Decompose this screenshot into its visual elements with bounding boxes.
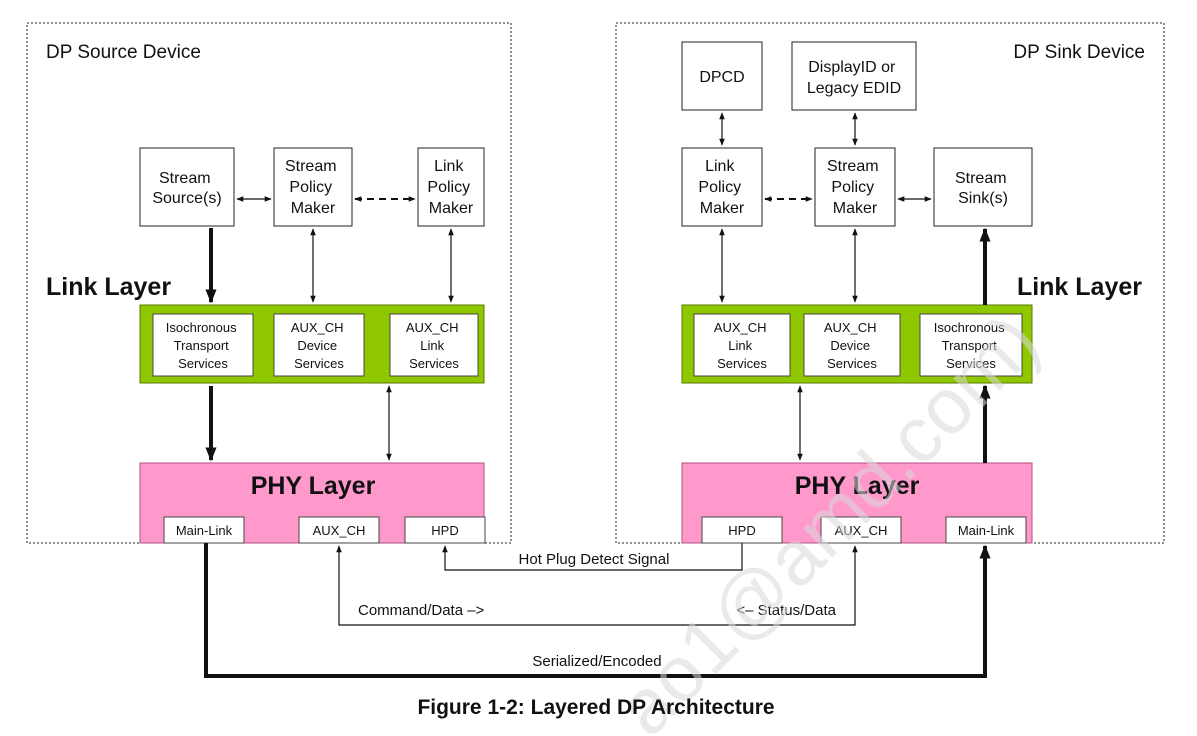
sink-dpcd-box	[681, 41, 763, 111]
sink-port-main-link-label: Main-Link	[958, 523, 1015, 538]
source-aux-device-service-box	[273, 313, 365, 377]
source-link-layer-label: Link Layer	[46, 273, 171, 301]
source-port-main-link	[163, 516, 245, 544]
aux-channel-line	[336, 545, 858, 626]
source-stream-source-label: Stream Source(s)	[152, 170, 221, 207]
source-isochronous-service-label: Isochronous Transport Services	[166, 320, 240, 371]
source-port-aux-ch-label: AUX_CH	[313, 523, 366, 538]
source-port-main-link-label: Main-Link	[176, 523, 233, 538]
source-link-policy-label: Link Policy Maker	[427, 158, 474, 217]
sink-aux-link-service-label: AUX_CH Link Services	[714, 320, 770, 371]
source-phy-layer-label: PHY Layer	[251, 472, 376, 500]
sink-stream-sink-label: Stream Sink(s)	[955, 170, 1011, 207]
serialized-encoded-label: Serialized/Encoded	[532, 653, 661, 670]
source-stream-policy-label: Stream Policy Maker	[285, 158, 341, 217]
sink-displayid-box	[791, 41, 917, 111]
source-device-title: DP Source Device	[46, 42, 201, 63]
sink-stream-policy-label: Stream Policy Maker	[827, 158, 883, 217]
command-data-label: Command/Data –>	[358, 602, 485, 619]
sink-isochronous-service-box	[919, 313, 1023, 377]
inter-device-signals: Hot Plug Detect Signal Command/Data –> <…	[204, 543, 991, 678]
sink-port-aux-ch-label: AUX_CH	[835, 523, 888, 538]
source-aux-link-service-label: AUX_CH Link Services	[406, 320, 462, 371]
sink-link-layer-label: Link Layer	[1017, 273, 1142, 301]
sink-isochronous-service-label: Isochronous Transport Services	[934, 320, 1008, 371]
source-link-policy-box	[417, 147, 485, 227]
sink-link-policy-label: Link Policy Maker	[698, 158, 745, 217]
source-aux-link-service-box	[389, 313, 479, 377]
source-device: DP Source Device Stream Source(s) Stream…	[26, 22, 512, 544]
source-isochronous-service-box	[152, 313, 254, 377]
status-data-label: <– Status/Data	[736, 602, 836, 619]
sink-aux-link-service-box	[693, 313, 791, 377]
source-port-hpd-label: HPD	[431, 523, 458, 538]
sink-device-title: DP Sink Device	[1013, 42, 1145, 63]
sink-port-main-link	[945, 516, 1027, 544]
sink-link-policy-box	[681, 147, 763, 227]
source-port-aux-ch	[298, 516, 380, 544]
figure-caption: Figure 1-2: Layered DP Architecture	[417, 696, 774, 719]
sink-aux-device-service-box	[803, 313, 901, 377]
sink-phy-layer-label: PHY Layer	[795, 472, 920, 500]
source-port-hpd	[404, 516, 486, 544]
sink-port-aux-ch	[820, 516, 902, 544]
sink-device: DP Sink Device DPCD DisplayID or Legacy …	[615, 22, 1165, 544]
sink-port-hpd-label: HPD	[728, 523, 755, 538]
sink-stream-policy-box	[814, 147, 896, 227]
main-link-line	[204, 543, 991, 678]
sink-dpcd-label: DPCD	[699, 69, 744, 86]
source-stream-source-box	[139, 147, 235, 227]
sink-stream-sink-box	[933, 147, 1033, 227]
hot-plug-label-bg	[500, 548, 690, 568]
source-stream-policy-box	[273, 147, 353, 227]
source-aux-device-service-label: AUX_CH Device Services	[291, 320, 347, 371]
hot-plug-detect-label: Hot Plug Detect Signal	[519, 551, 670, 568]
sink-displayid-label: DisplayID or Legacy EDID	[807, 59, 901, 97]
hot-plug-detect-line	[442, 543, 743, 571]
sink-aux-device-service-label: AUX_CH Device Services	[824, 320, 880, 371]
